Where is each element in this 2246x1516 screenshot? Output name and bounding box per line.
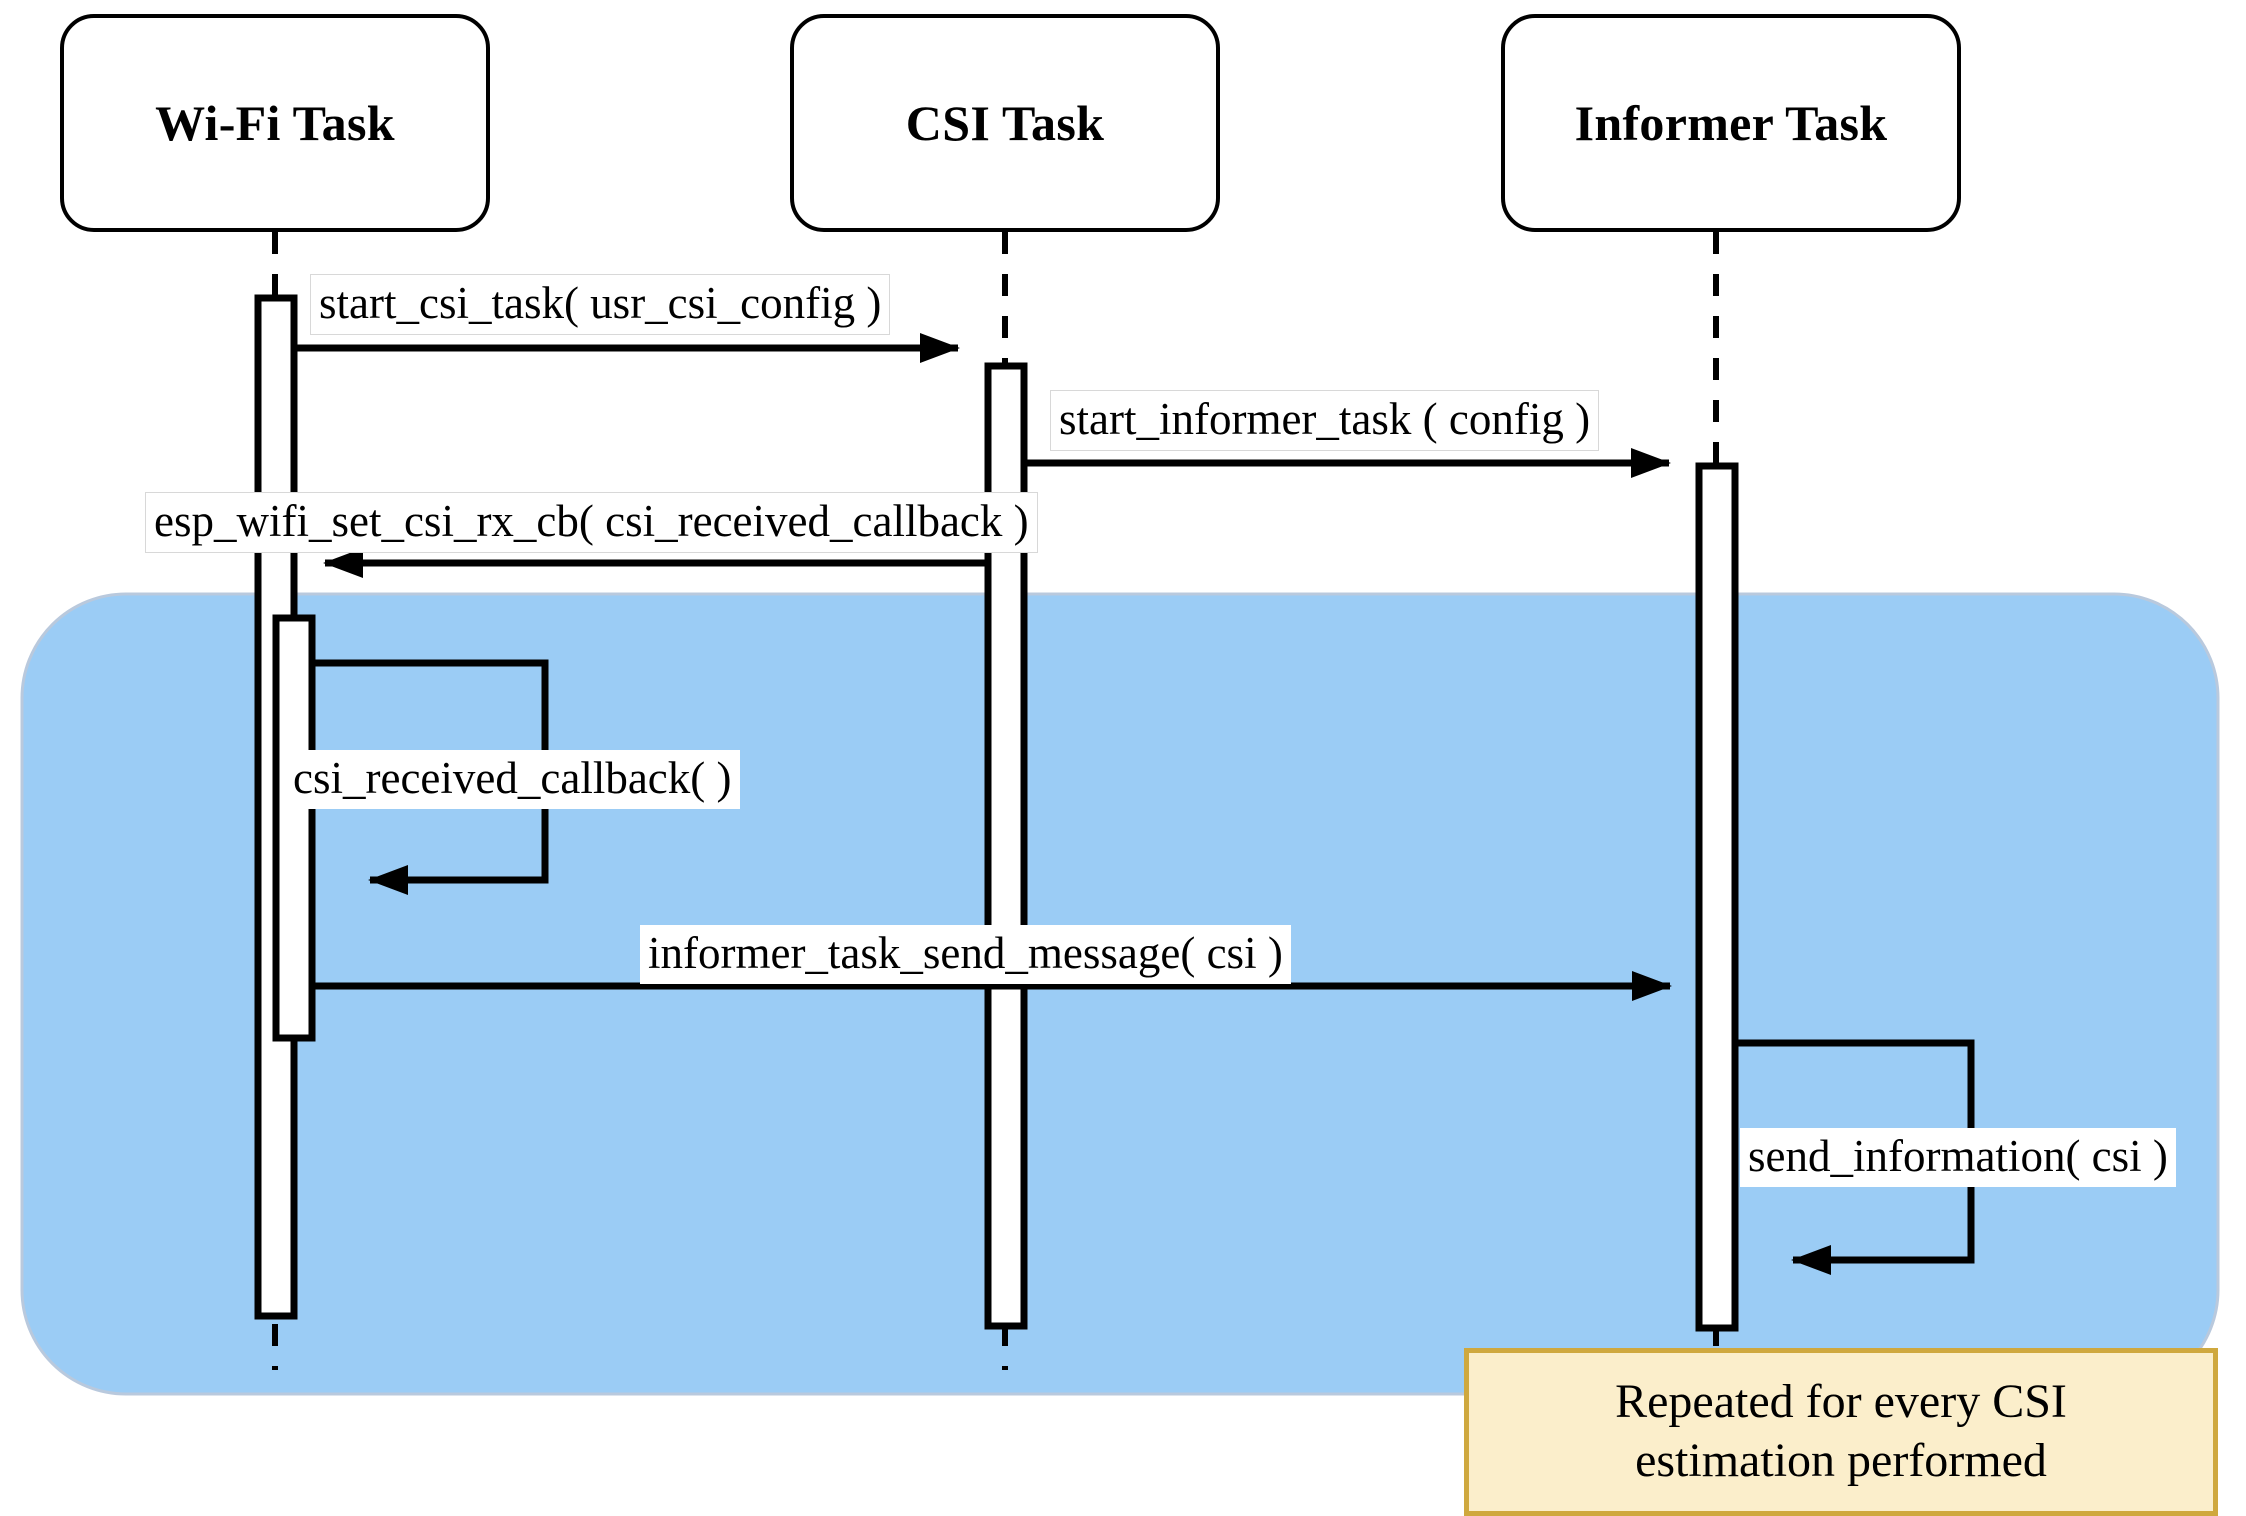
note-line-1: Repeated for every CSI xyxy=(1615,1375,2067,1429)
participant-box-wifi[interactable]: Wi-Fi Task xyxy=(60,14,490,232)
message-label-start-informer-task: start_informer_task ( config ) xyxy=(1050,390,1600,451)
participant-label-csi: CSI Task xyxy=(905,95,1105,151)
note-repeated-for-every-csi: Repeated for every CSI estimation perfor… xyxy=(1464,1348,2218,1516)
activation-informer xyxy=(1695,462,1739,1332)
participant-label-informer: Informer Task xyxy=(1574,95,1888,151)
participant-box-informer[interactable]: Informer Task xyxy=(1501,14,1961,232)
message-label-csi-received-callback: csi_received_callback( ) xyxy=(285,750,740,809)
highlight-region xyxy=(20,592,2220,1396)
note-line-2: estimation performed xyxy=(1635,1434,2047,1487)
message-label-esp-wifi-set-csi-rx-cb: esp_wifi_set_csi_rx_cb( csi_received_cal… xyxy=(145,492,1038,553)
activation-wifi-nested xyxy=(272,614,316,1042)
message-label-start-csi-task: start_csi_task( usr_csi_config ) xyxy=(310,274,891,335)
message-label-send-information: send_information( csi ) xyxy=(1740,1128,2176,1187)
message-label-informer-task-send-message: informer_task_send_message( csi ) xyxy=(640,925,1291,984)
participant-label-wifi: Wi-Fi Task xyxy=(155,95,395,151)
participant-box-csi[interactable]: CSI Task xyxy=(790,14,1220,232)
